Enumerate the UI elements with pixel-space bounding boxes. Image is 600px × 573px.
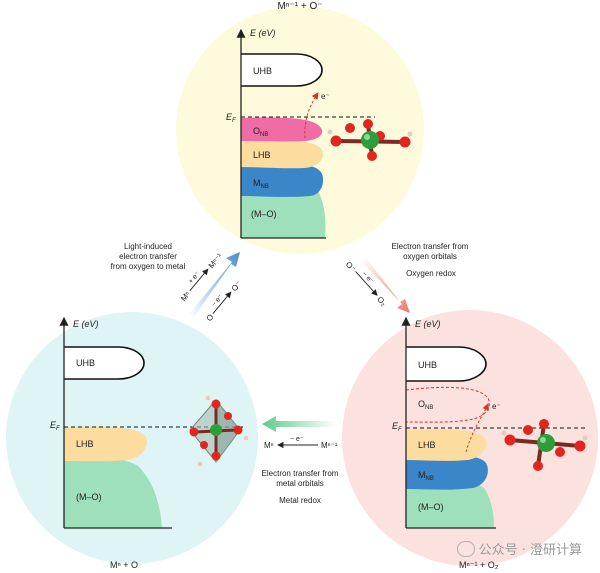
metal-redox-equation: Mⁿ − e⁻ Mⁿ⁻¹ <box>264 436 338 450</box>
left-mo-label: (M–O) <box>76 492 102 502</box>
left-panel-caption: Mⁿ + O <box>110 560 138 570</box>
top-mnb-label: MNB <box>253 178 269 190</box>
top-panel: Mⁿ⁻¹ + O⁻ E (eV) EF UHB ONB LHB MNB (M–O… <box>176 1 424 254</box>
top-band-uhb <box>241 53 323 87</box>
bottom-transfer-label-1: Electron transfer from <box>262 469 339 478</box>
right-lhb-label: LHB <box>418 440 436 450</box>
left-band-mo <box>64 458 162 528</box>
top-electron-label: e⁻ <box>321 92 330 101</box>
top-band-lhb <box>241 140 324 169</box>
right-molecule <box>501 419 588 471</box>
top-uhb-label: UHB <box>253 66 272 76</box>
bottom-transfer-sub-label: Metal redox <box>279 496 321 505</box>
right-electron-label: e⁻ <box>492 402 501 411</box>
top-onb-label: ONB <box>253 126 268 138</box>
top-molecule <box>327 119 413 161</box>
right-panel-caption: Mⁿ⁻¹ + O₂ <box>459 560 499 570</box>
left-band-lhb <box>64 426 148 462</box>
top-band-mo <box>241 184 326 238</box>
right-onb-label: ONB <box>418 399 433 411</box>
right-electron-arrow <box>465 403 489 453</box>
right-band-uhb <box>406 346 487 382</box>
left-transfer-label-2: electron transfer <box>119 252 177 261</box>
right-panel: E (eV) EF UHB ONB LHB MNB (M–O) Mⁿ⁻¹ + O… <box>342 310 598 570</box>
top-electron-arrow <box>304 92 319 139</box>
bottom-transfer: Mⁿ − e⁻ Mⁿ⁻¹ Electron transfer from meta… <box>262 416 339 505</box>
wechat-icon <box>456 540 475 557</box>
top-band-onb <box>241 117 323 142</box>
svg-text:− e⁻: − e⁻ <box>290 436 304 443</box>
svg-text:Mⁿ⁻¹: Mⁿ⁻¹ <box>207 251 225 270</box>
right-mo-label: (M–O) <box>418 502 444 512</box>
left-panel: E (eV) EF UHB LHB (M–O) Mⁿ + O <box>6 312 258 570</box>
left-band-uhb <box>64 346 145 380</box>
bottom-transfer-wide-arrow <box>262 416 336 432</box>
right-transfer-label-1: Electron transfer from <box>392 242 469 251</box>
left-fermi-label: EF <box>50 420 60 432</box>
left-transfer-wide-arrow <box>190 252 240 317</box>
left-transfer-label-3: from oxygen to metal <box>111 262 186 271</box>
right-transfer-wide-arrow <box>362 258 410 313</box>
right-band-mnb <box>406 455 488 490</box>
top-energy-axis-label: E (eV) <box>250 28 276 38</box>
top-band-mnb <box>241 163 324 197</box>
left-octahedron <box>189 395 249 467</box>
left-energy-axis-label: E (eV) <box>73 319 99 329</box>
svg-text:Mⁿ: Mⁿ <box>179 290 192 303</box>
svg-text:− e⁻: − e⁻ <box>211 293 225 308</box>
left-transfer: Light-induced electron transfer from oxy… <box>111 242 244 323</box>
left-transfer-label-1: Light-induced <box>124 242 172 251</box>
right-mnb-label: MNB <box>418 470 434 482</box>
top-lhb-label: LHB <box>253 150 271 160</box>
right-uhb-label: UHB <box>418 360 437 370</box>
left-uhb-label: UHB <box>76 358 95 368</box>
right-band-mo <box>406 483 494 528</box>
oxygen-oxidation-equation: O − e⁻ O⁻ <box>205 279 244 323</box>
svg-text:+ e⁻: + e⁻ <box>188 270 202 285</box>
right-transfer-sub-label: Oxygen redox <box>406 269 456 278</box>
right-energy-axis-label: E (eV) <box>415 319 441 329</box>
svg-text:O₂: O₂ <box>375 295 388 308</box>
top-mo-label: (M–O) <box>251 209 277 219</box>
top-panel-title: Mⁿ⁻¹ + O⁻ <box>277 1 322 12</box>
left-lhb-label: LHB <box>76 439 94 449</box>
right-transfer-label-2: oxygen orbitals <box>403 252 457 261</box>
right-transfer: Electron transfer from oxygen orbitals O… <box>344 242 469 313</box>
svg-text:O: O <box>205 312 216 323</box>
right-band-lhb <box>406 429 487 461</box>
svg-text:Mⁿ: Mⁿ <box>264 441 274 450</box>
watermark: 公众号 · 澄研计算 <box>456 539 582 558</box>
svg-text:O⁻: O⁻ <box>230 279 244 293</box>
svg-text:Mⁿ⁻¹: Mⁿ⁻¹ <box>321 441 338 450</box>
top-fermi-label: EF <box>226 112 236 124</box>
watermark-text: 公众号 · 澄研计算 <box>478 543 582 558</box>
bottom-transfer-label-2: metal orbitals <box>276 479 324 488</box>
right-fermi-label: EF <box>392 421 402 433</box>
